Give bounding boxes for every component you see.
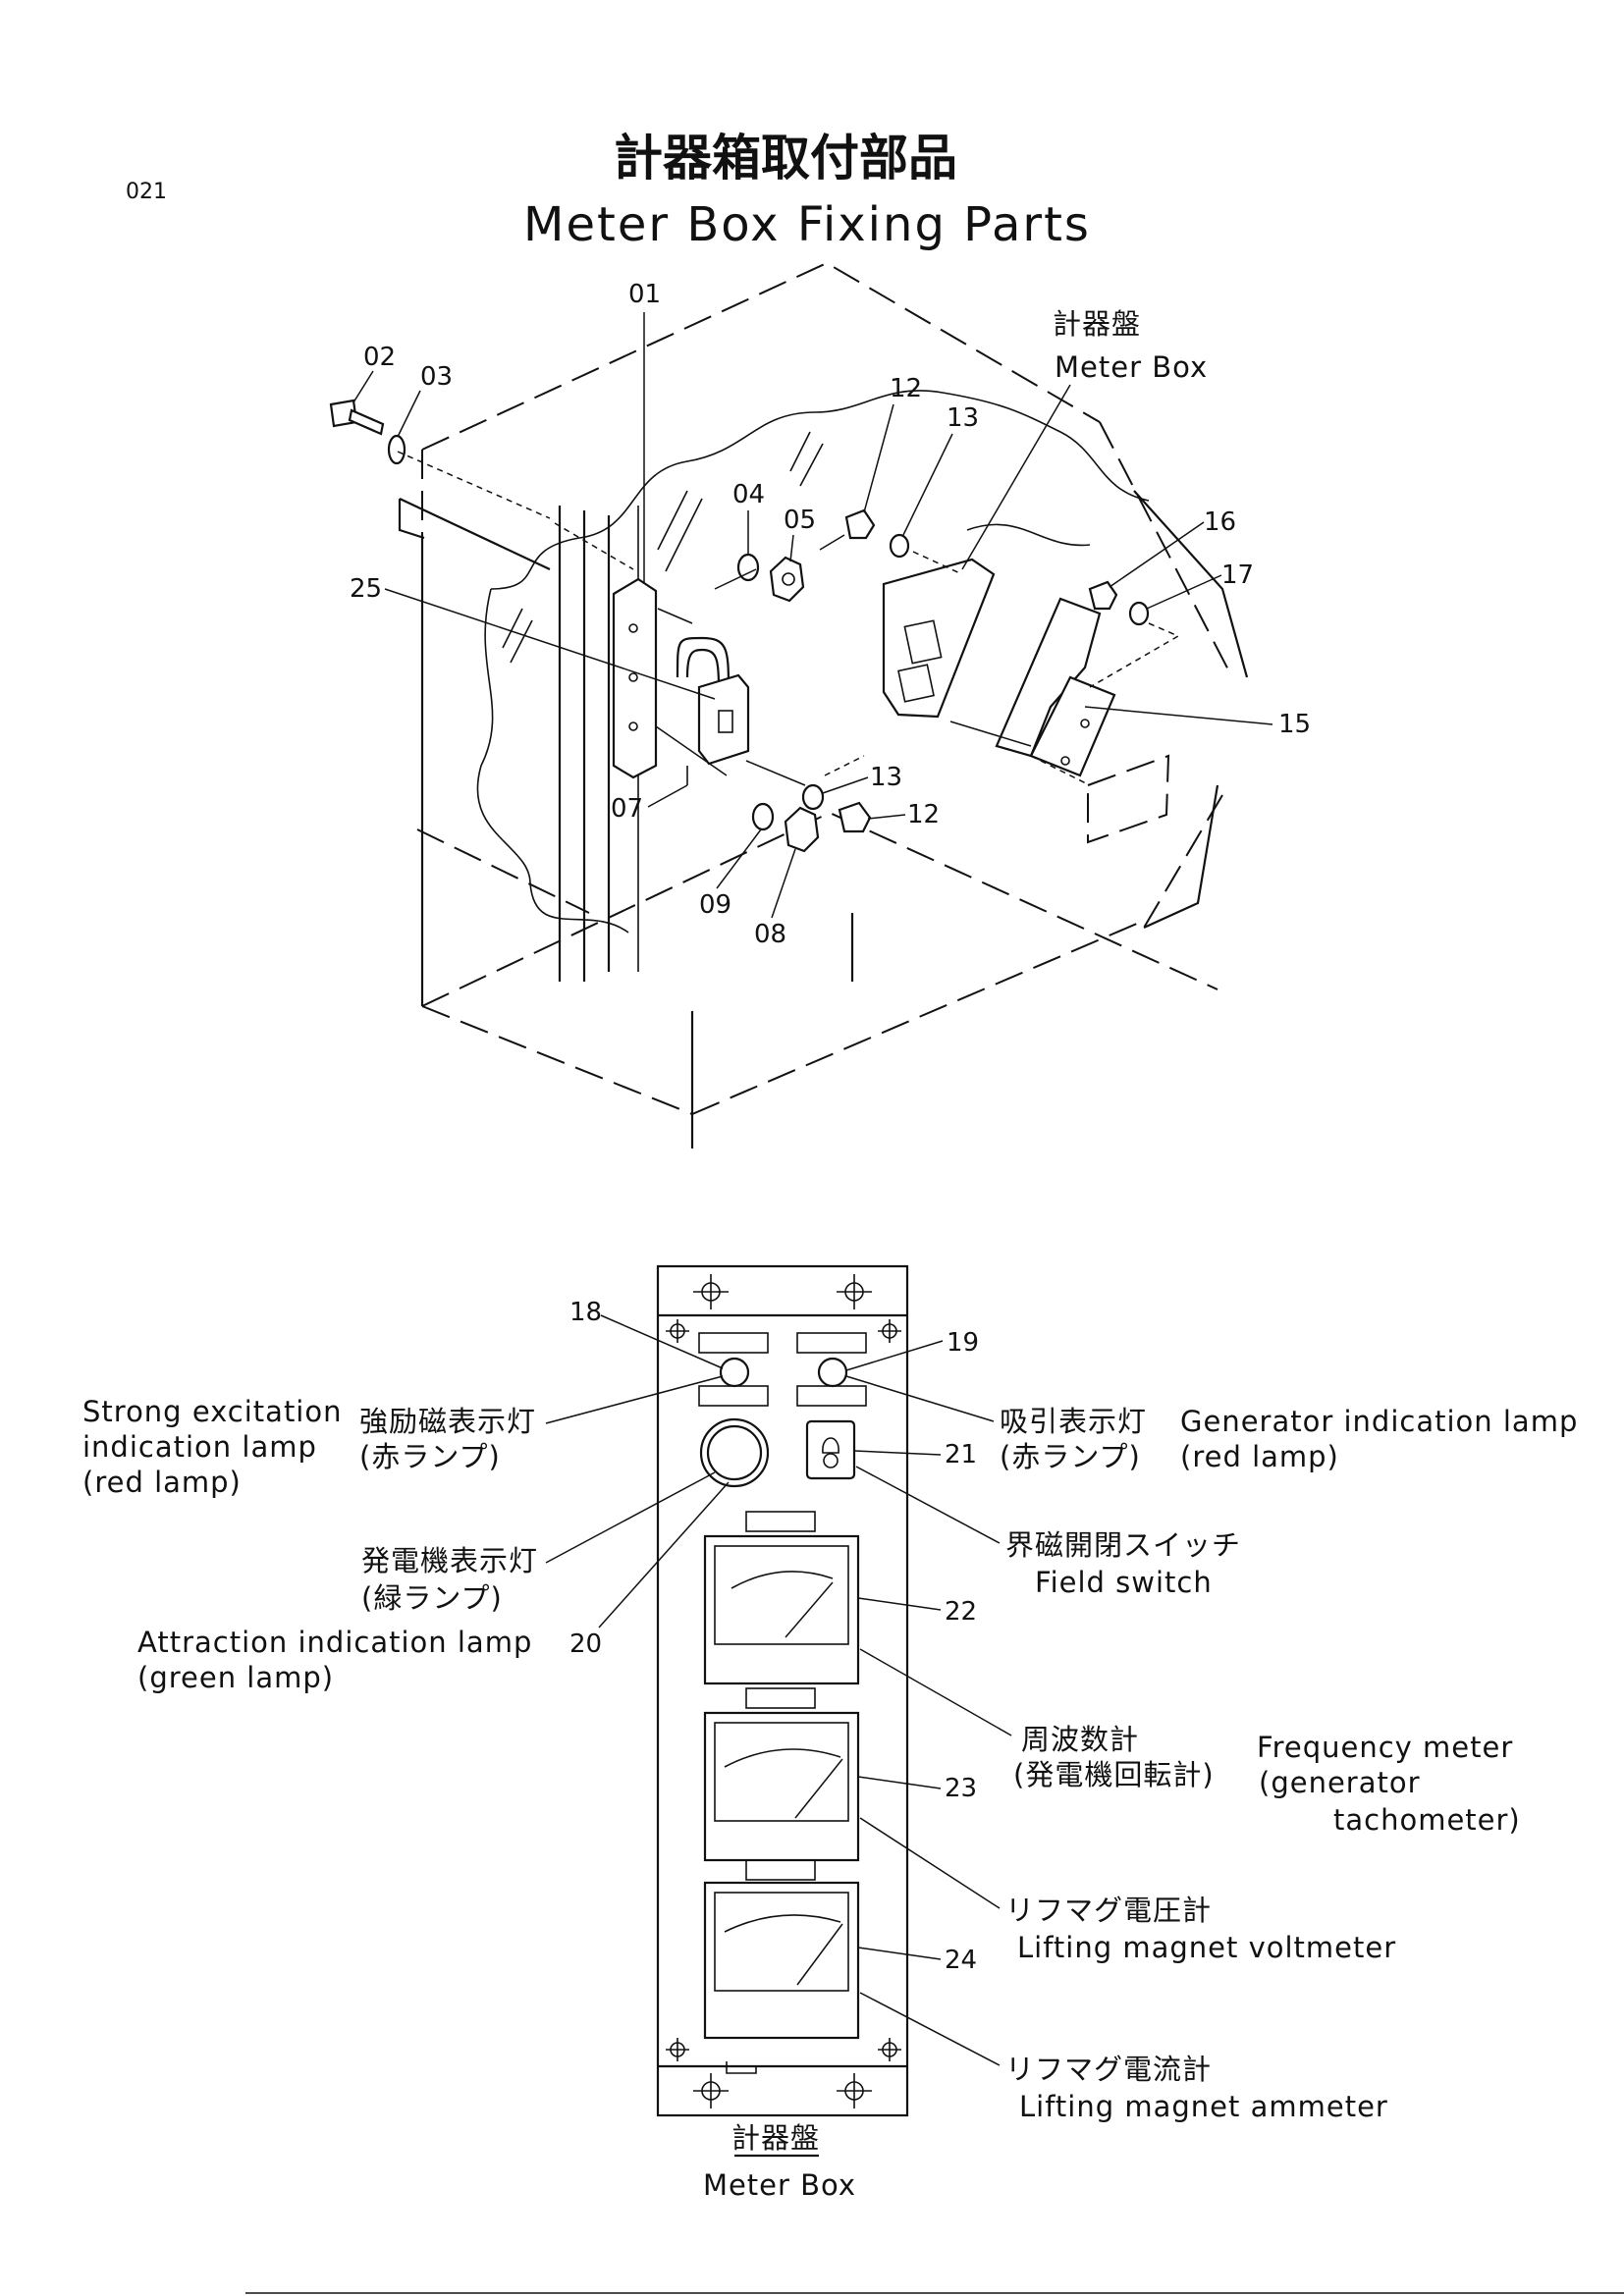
panel-outline	[656, 1264, 909, 2117]
callout-16: 16	[1204, 507, 1236, 537]
attraction-indication-lamp	[699, 1417, 770, 1488]
meter-panel: 18 19 20 21 22 23 24 Strong excitation i…	[82, 1264, 1578, 2202]
callout-08: 08	[754, 920, 786, 949]
generator-lamp-label-jp-2: (赤ランプ)	[1000, 1440, 1141, 1473]
lifting-magnet-voltmeter	[703, 1711, 860, 1862]
frequency-label-en-3: tachometer)	[1333, 1803, 1521, 1837]
attraction-label-jp-1: 発電機表示灯	[361, 1544, 538, 1577]
strong-excitation-label-en-3: (red lamp)	[82, 1466, 242, 1499]
field-switch	[805, 1419, 856, 1480]
callout-04: 04	[732, 480, 765, 509]
strong-excitation-label-en-2: indication lamp	[82, 1430, 317, 1464]
callout-01: 01	[628, 280, 661, 309]
callout-15: 15	[1278, 710, 1311, 739]
callout-24: 24	[945, 1946, 977, 1975]
callout-17: 17	[1221, 561, 1254, 590]
attraction-label-jp-2: (緑ランプ)	[361, 1581, 503, 1615]
frequency-meter	[703, 1534, 860, 1685]
page-code: 021	[126, 180, 167, 204]
strong-excitation-label-en-1: Strong excitation	[82, 1395, 343, 1428]
panel-bottom-label-en: Meter Box	[703, 2168, 856, 2202]
page-title-jp: 計器箱取付部品	[614, 130, 957, 187]
callout-12-lower: 12	[907, 800, 940, 829]
assembly-diagram: 01 02 03 04 05 12 13 16 17 15 25 07 13 1…	[329, 261, 1311, 1148]
strong-excitation-label-jp-1: 強励磁表示灯	[359, 1405, 536, 1438]
generator-indication-lamp	[817, 1357, 848, 1388]
callout-03: 03	[420, 362, 453, 392]
frequency-label-jp-2: (発電機回転計)	[1013, 1758, 1215, 1791]
field-switch-label-jp: 界磁開閉スイッチ	[1005, 1528, 1241, 1562]
generator-lamp-label-en-2: (red lamp)	[1180, 1440, 1339, 1473]
crosshair-icon	[666, 1274, 901, 2109]
callout-02: 02	[363, 343, 396, 372]
callout-21: 21	[945, 1440, 977, 1469]
callout-05: 05	[784, 506, 816, 535]
attraction-label-en-1: Attraction indication lamp	[137, 1626, 532, 1659]
callout-20: 20	[569, 1629, 602, 1659]
field-switch-label-en: Field switch	[1035, 1566, 1213, 1599]
meter-box-label-en: Meter Box	[1055, 350, 1208, 384]
callout-25: 25	[350, 574, 382, 604]
strong-excitation-label-jp-2: (赤ランプ)	[359, 1440, 501, 1473]
page-title-en: Meter Box Fixing Parts	[523, 197, 1091, 252]
frequency-label-en-1: Frequency meter	[1257, 1731, 1513, 1764]
attraction-label-en-2: (green lamp)	[137, 1661, 334, 1694]
callout-18: 18	[569, 1298, 602, 1327]
voltmeter-label-en: Lifting magnet voltmeter	[1017, 1931, 1396, 1964]
ammeter-label-en: Lifting magnet ammeter	[1019, 2090, 1388, 2123]
callout-22: 22	[945, 1597, 977, 1627]
strong-excitation-lamp	[719, 1357, 750, 1388]
lifting-magnet-ammeter	[703, 1881, 860, 2040]
generator-lamp-label-jp-1: 吸引表示灯	[1000, 1405, 1147, 1438]
callout-13-lower: 13	[870, 763, 902, 792]
callout-19: 19	[947, 1328, 979, 1358]
meter-box-label-jp: 計器盤	[1053, 307, 1141, 341]
frequency-label-en-2: (generator	[1259, 1766, 1421, 1799]
voltmeter-label-jp: リフマグ電圧計	[1005, 1894, 1212, 1927]
panel-bottom-label-jp: 計器盤	[731, 2121, 820, 2155]
ammeter-label-jp: リフマグ電流計	[1005, 2053, 1212, 2086]
generator-lamp-label-en-1: Generator indication lamp	[1180, 1405, 1578, 1438]
callout-07: 07	[611, 794, 643, 824]
frequency-label-jp-1: 周波数計	[1021, 1723, 1139, 1756]
callout-12-upper: 12	[890, 374, 922, 403]
callout-09: 09	[699, 890, 731, 920]
callout-13-upper: 13	[947, 403, 979, 433]
callout-23: 23	[945, 1774, 977, 1803]
